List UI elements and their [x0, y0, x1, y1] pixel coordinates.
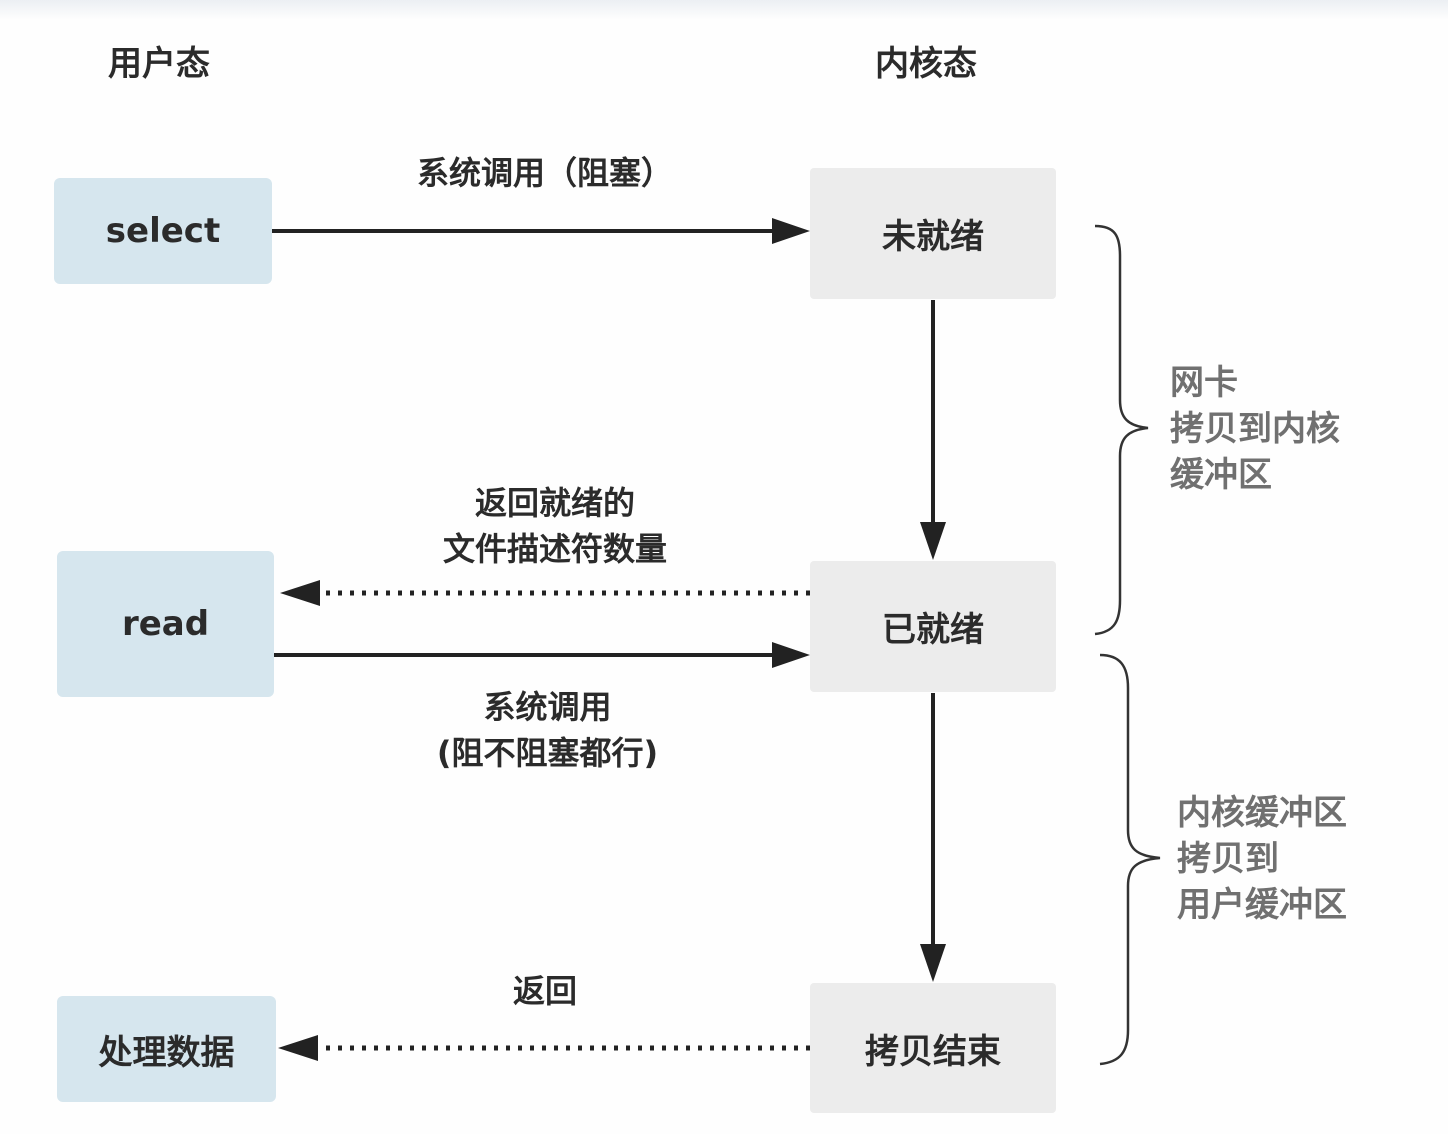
arrow-read-to-ready	[272, 642, 810, 668]
kernel-note-line-2: 拷贝到	[1177, 839, 1279, 879]
top-strip	[0, 0, 1448, 20]
read-box: read	[57, 551, 274, 697]
lower-brace	[1099, 653, 1161, 1066]
user-space-heading: 用户态	[108, 44, 210, 84]
arrow-copy-done-to-process-dotted	[278, 1035, 810, 1061]
kernel-note-line-1: 内核缓冲区	[1177, 793, 1347, 833]
syscall-read-label: 系统调用 (阻不阻塞都行)	[395, 684, 700, 776]
return-ready-line-2: 文件描述符数量	[442, 530, 667, 568]
ready-box: 已就绪	[810, 561, 1056, 692]
select-box: select	[54, 178, 272, 284]
kernel-space-heading: 内核态	[875, 44, 977, 84]
return-ready-line-1: 返回就绪的	[474, 484, 635, 522]
process-data-box: 处理数据	[57, 996, 276, 1102]
return-ready-count-label: 返回就绪的 文件描述符数量	[400, 480, 710, 572]
arrow-ready-to-copy-done	[920, 693, 946, 982]
kernel-note-line-3: 用户缓冲区	[1177, 885, 1347, 925]
return-label: 返回	[512, 972, 577, 1010]
syscall-read-line-1: 系统调用	[483, 688, 612, 726]
nic-copy-note: 网卡 拷贝到内核 缓冲区	[1170, 360, 1340, 498]
arrow-not-ready-to-ready	[920, 300, 946, 560]
arrow-ready-to-read-dotted	[280, 580, 810, 606]
nic-note-line-2: 拷贝到内核	[1170, 409, 1340, 449]
not-ready-box: 未就绪	[810, 168, 1056, 299]
nic-note-line-1: 网卡	[1170, 363, 1238, 403]
kernel-to-user-copy-note: 内核缓冲区 拷贝到 用户缓冲区	[1177, 790, 1347, 928]
syscall-blocking-label: 系统调用（阻塞）	[416, 154, 673, 192]
arrow-select-to-not-ready	[272, 218, 810, 244]
nic-note-line-3: 缓冲区	[1170, 455, 1272, 495]
upper-brace	[1094, 224, 1149, 636]
syscall-read-line-2: (阻不阻塞都行)	[436, 734, 659, 772]
copy-done-box: 拷贝结束	[810, 983, 1056, 1113]
